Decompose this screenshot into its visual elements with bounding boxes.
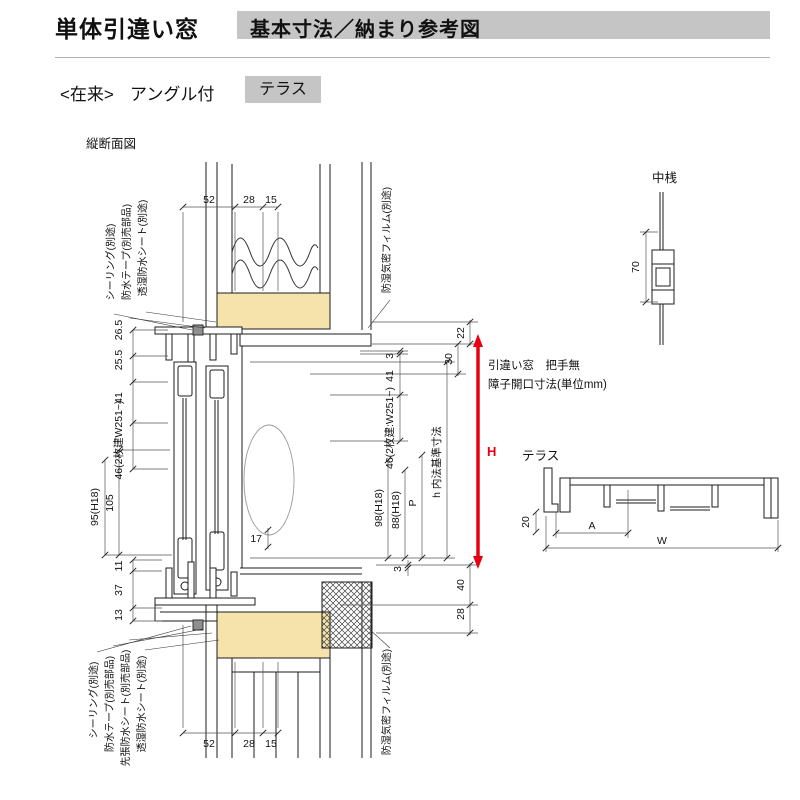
sill-frame-profile	[154, 561, 362, 631]
ann-tape-bottom: 防水テープ(別売部品)	[103, 656, 116, 752]
detail-ellipse	[243, 424, 295, 536]
dim-25-5: 25.5	[113, 350, 125, 371]
mortar-hatch-block	[321, 581, 373, 649]
ann-sealing-bottom: シーリング(別途)	[87, 662, 100, 739]
ann-film-top: 防湿気密フィルム(別途)	[380, 187, 393, 293]
dim-22: 22	[455, 327, 467, 339]
dim-bottom-52: 52	[203, 738, 215, 750]
sill-wood-block	[216, 611, 331, 659]
annotation-leaders	[96, 299, 391, 653]
dim-top-28: 28	[243, 194, 255, 206]
note-line2: 障子開口寸法(単位mm)	[488, 377, 607, 391]
ann-sheet-bottom: 透湿防水シート(別途)	[135, 656, 148, 753]
terrace-chip: テラス	[245, 76, 321, 103]
lintel-wood-block	[216, 292, 331, 330]
dim-88: 88(H18)	[390, 491, 402, 529]
terrace-dim-a: A	[588, 520, 595, 532]
inner-sash	[205, 365, 229, 591]
dim-46-right: 46(2枚建:W251~)	[383, 387, 396, 469]
terrace-dim-w: W	[657, 535, 667, 547]
nakazan-label: 中桟	[652, 170, 678, 185]
dim-41-right: 41	[384, 370, 396, 382]
dim-bottom-15: 15	[265, 738, 277, 750]
construction-type-label: <在来>	[60, 85, 114, 104]
nakazan-detail: 中桟 70	[630, 170, 678, 345]
dim-11: 11	[113, 560, 125, 571]
terrace-dim-20: 20	[520, 516, 532, 528]
wall-structure	[205, 162, 372, 758]
dim-37: 37	[113, 584, 125, 596]
ann-tape-top: 防水テープ(別売部品)	[120, 204, 133, 300]
terrace-label: テラス	[522, 449, 559, 463]
dim-13: 13	[113, 609, 125, 621]
ann-film-bottom: 防湿気密フィルム(別途)	[380, 649, 393, 755]
dim-labels-right: 22 30 3 41 46(2枚建:W251~) 98(H18) 88(H18)…	[250, 327, 467, 620]
dim-46-left: 46(2枚建W251~)	[112, 400, 125, 479]
dim-p: P	[407, 499, 419, 506]
note-line1: 引違い窓 把手無	[488, 358, 580, 372]
dim-h-total: H	[487, 444, 496, 459]
dim-top-52: 52	[203, 194, 215, 206]
page-title-main: 単体引違い窓	[55, 16, 199, 42]
title-gray-bar	[237, 11, 770, 39]
dim-top-15: 15	[265, 194, 277, 206]
ann-sheet-top: 透湿防水シート(別途)	[136, 200, 149, 297]
dim-bottom-28: 28	[243, 738, 255, 750]
ann-sealing-top: シーリング(別途)	[104, 224, 117, 301]
dim-98: 98(H18)	[373, 489, 385, 527]
head-frame-profile	[154, 324, 372, 365]
dim-3-bottom: 3	[392, 566, 404, 572]
outer-sash	[173, 361, 197, 595]
dim-17: 17	[250, 533, 262, 545]
dim-labels-left: 26.5 25.5 41 46(2枚建W251~) 95(H18) 105 11…	[89, 320, 125, 621]
dim-30: 30	[443, 353, 455, 365]
h-dimension-arrow: H	[473, 334, 496, 569]
nakazan-dim-70: 70	[630, 261, 642, 273]
dim-105: 105	[104, 494, 116, 512]
dim-95: 95(H18)	[89, 488, 101, 526]
dim-40: 40	[455, 579, 467, 591]
header-rule	[55, 57, 770, 58]
spec-notes: 引違い窓 把手無 障子開口寸法(単位mm)	[488, 358, 607, 391]
annotation-labels: シーリング(別途) 防水テープ(別売部品) 透湿防水シート(別途) 防湿気密フィ…	[87, 187, 393, 766]
terrace-detail: テラス 20 A W	[520, 449, 782, 552]
insulation-coil	[231, 237, 319, 289]
dim-labels-horizontal: 52 28 15 52 28 15	[203, 194, 277, 750]
dim-28-right: 28	[455, 608, 467, 620]
dim-3-top: 3	[384, 353, 396, 359]
dim-h-naiho: h 内法基準寸法	[430, 426, 443, 498]
ann-sakibari-bottom: 先張防水シート(別売部品)	[119, 650, 132, 767]
dim-26-5: 26.5	[113, 320, 125, 341]
dim-41-left: 41	[113, 392, 125, 404]
angle-type-label: アングル付	[130, 85, 215, 104]
page-title-sub: 基本寸法／納まり参考図	[250, 19, 481, 41]
section-view-label: 縦断面図	[86, 136, 136, 151]
